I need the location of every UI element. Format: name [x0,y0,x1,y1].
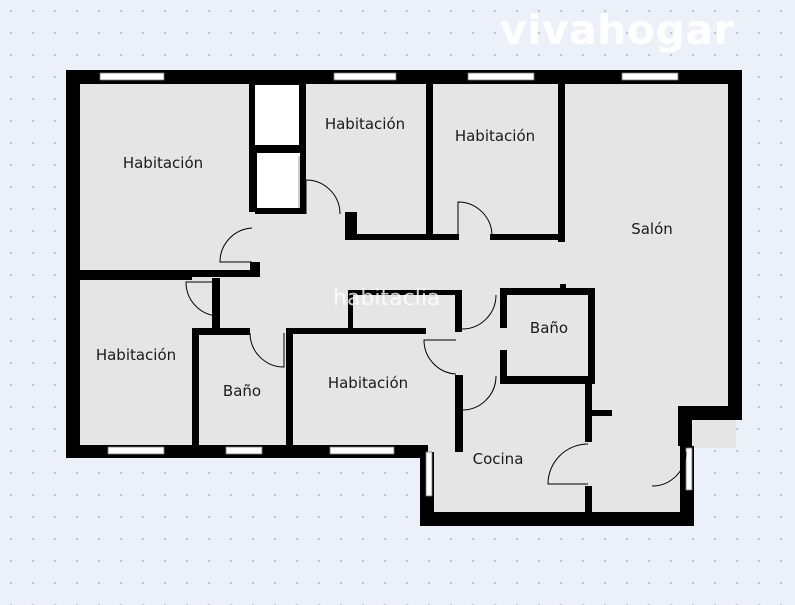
room-label-bano-1: Baño [222,382,262,400]
brand-logo: vivahogar [500,6,735,54]
room-label-habitacion-1: Habitación [122,154,204,172]
room-label-habitacion-5: Habitación [327,374,409,392]
room-label-habitacion-3: Habitación [454,127,536,145]
room-label-habitacion-4: Habitación [95,346,177,364]
room-label-habitacion-2: Habitación [324,115,406,133]
room-label-bano-2: Baño [529,319,569,337]
watermark: habitaclia [333,286,441,311]
doors [185,179,687,487]
interior-walls [72,84,612,520]
windows [99,72,693,497]
room-label-salon: Salón [631,220,673,238]
floor-area [72,78,736,520]
room-label-cocina: Cocina [472,450,524,468]
